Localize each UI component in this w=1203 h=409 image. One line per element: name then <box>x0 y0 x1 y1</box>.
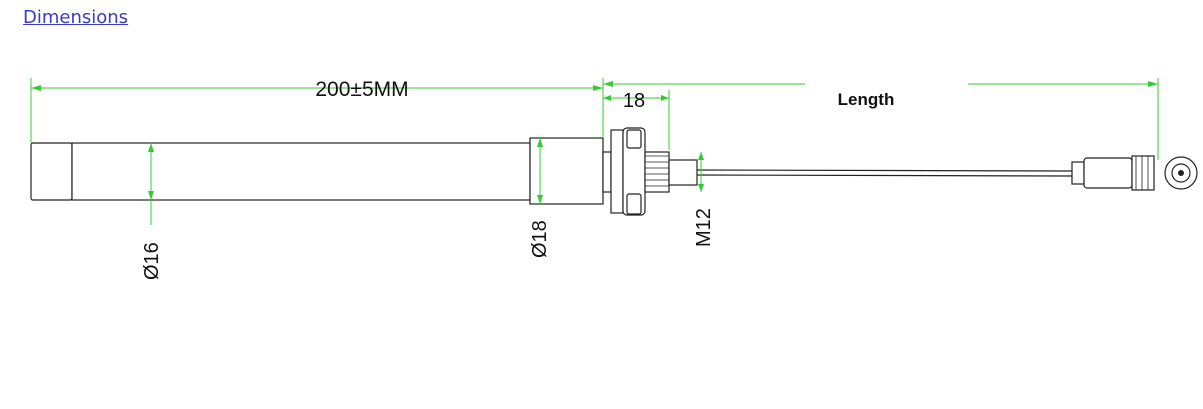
nut-label: 18 <box>623 90 645 112</box>
nut-dimension-line <box>603 90 670 150</box>
thread-dimension <box>698 152 704 192</box>
cable-length-dimension-line <box>603 78 1159 160</box>
cable <box>696 169 1073 177</box>
dimensions-link[interactable]: Dimensions <box>23 7 129 28</box>
diameter-16-label: Ø16 <box>141 242 163 280</box>
diameter-16-dimension <box>148 143 154 225</box>
sma-connector <box>1071 155 1198 191</box>
diameter-18-dimension <box>537 138 543 205</box>
length-label: 200±5MM <box>315 78 408 101</box>
mount-thread-nut <box>602 127 698 216</box>
cable-length-label: Length <box>838 90 895 109</box>
diameter-18-label: Ø18 <box>529 220 551 258</box>
thread-label: M12 <box>693 208 715 247</box>
length-dimension-line <box>30 78 604 143</box>
antenna-body <box>30 137 604 205</box>
